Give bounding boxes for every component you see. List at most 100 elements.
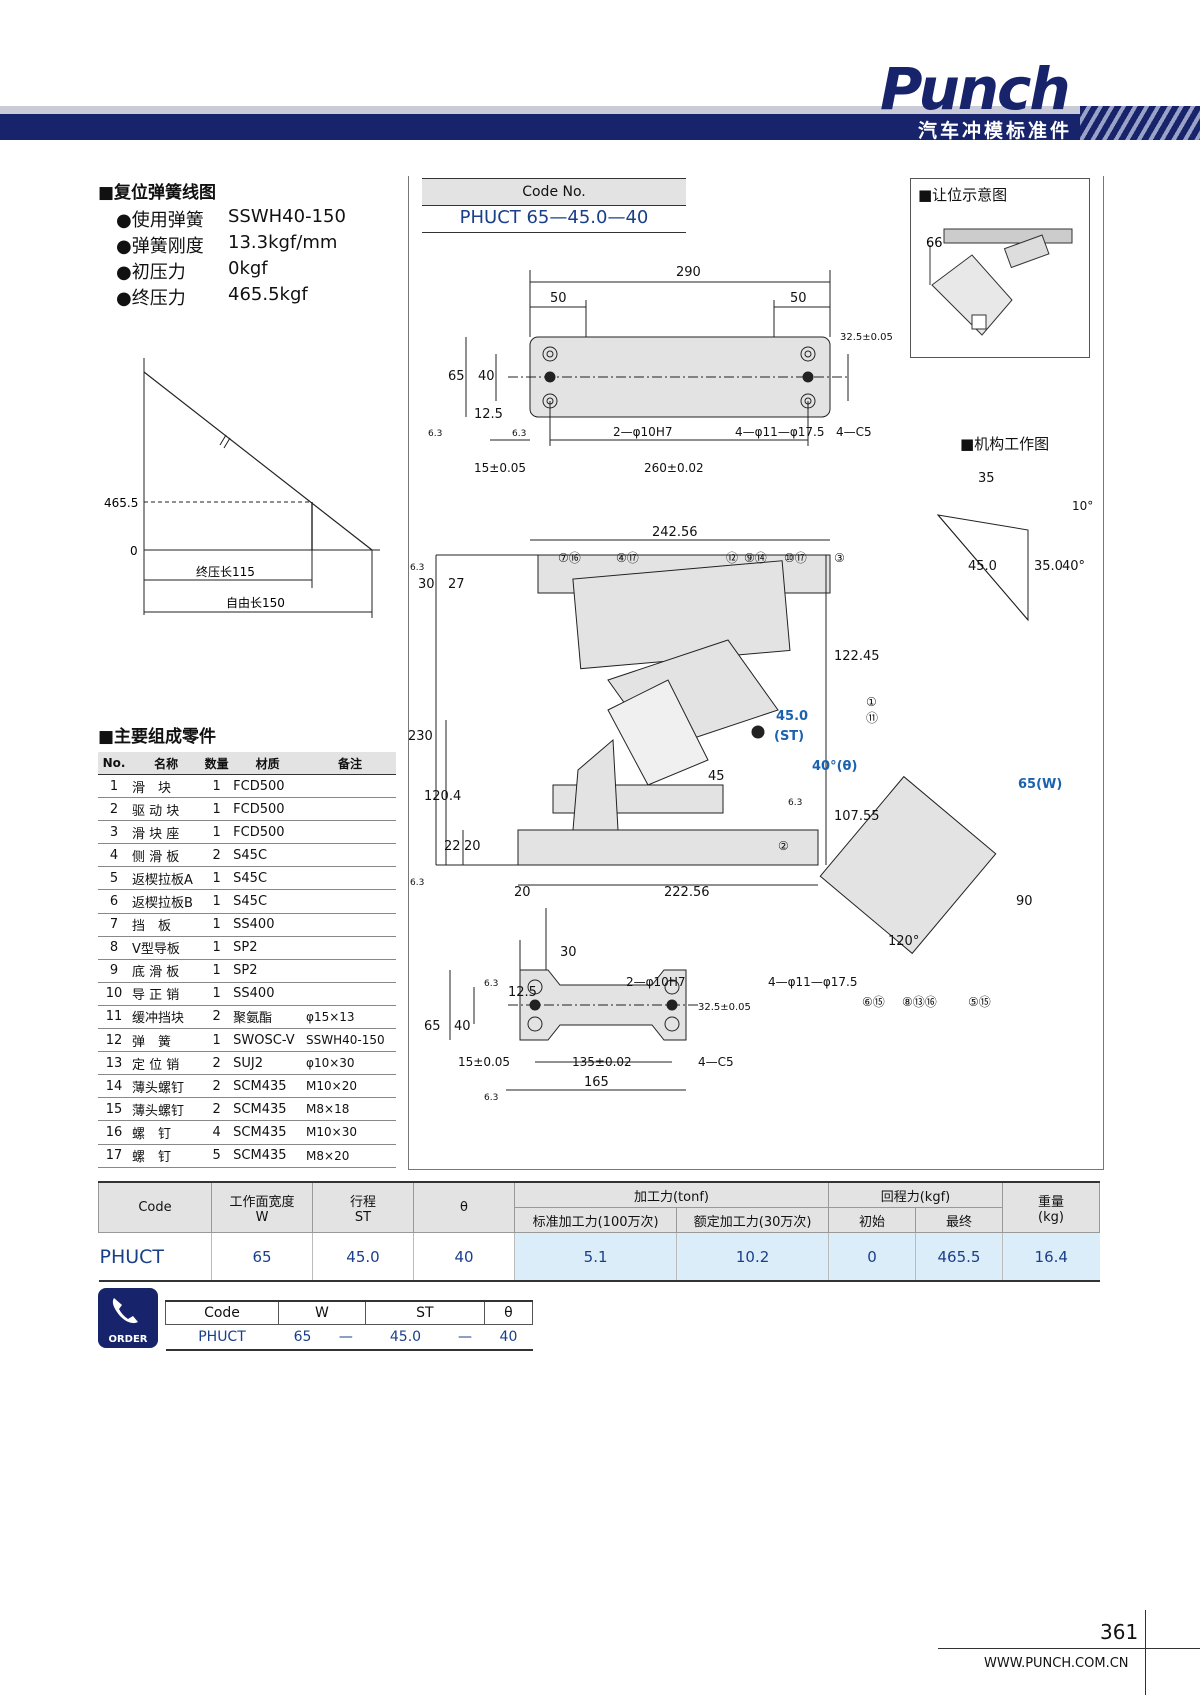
part-note: [304, 982, 396, 1006]
dim-12-5-bottom: 12.5: [508, 985, 537, 1000]
spec-header-weight-label: 重量: [1037, 1194, 1064, 1210]
dim-107-55: 107.55: [834, 809, 880, 824]
spec-header-force-rated: 额定加工力(30万次): [676, 1207, 829, 1233]
part-note: SSWH40-150: [304, 1028, 396, 1053]
order-badge: ORDER: [98, 1288, 158, 1348]
part-qty: 1: [202, 866, 232, 891]
spec-header-st-symbol: ST: [354, 1209, 372, 1225]
dim-15: 15±0.05: [474, 461, 526, 475]
part-name: 底 滑 板: [130, 959, 203, 983]
dim-holes-bolt: 4—φ11—φ17.5: [735, 425, 824, 439]
part-no: 1: [98, 774, 130, 799]
dim-242-56: 242.56: [652, 525, 698, 540]
part-name: 挡 板: [130, 913, 203, 937]
spec-return-init: 0: [828, 1232, 916, 1282]
spring-spec-label: ●弹簧刚度: [116, 236, 204, 257]
order-code: PHUCT: [165, 1324, 279, 1351]
dim-50-left: 50: [550, 291, 567, 306]
order-badge-label: ORDER: [108, 1334, 148, 1345]
roughness: 6.3: [428, 429, 442, 439]
roughness: 6.3: [788, 798, 802, 808]
part-no: 12: [98, 1028, 130, 1053]
part-no: 4: [98, 843, 130, 868]
part-qty: 2: [202, 1005, 232, 1030]
side-dim-120: 120°: [888, 934, 919, 949]
brand-logo: Punch: [880, 55, 1071, 123]
spring-spec-value: 13.3kgf/mm: [228, 232, 338, 253]
dim-50-right: 50: [790, 291, 807, 306]
part-name: 侧 滑 板: [130, 843, 203, 868]
part-no: 17: [98, 1144, 130, 1168]
mech-dim-40deg: 40°: [1062, 559, 1085, 574]
part-name: V型导板: [130, 936, 203, 960]
graph-y-zero: 0: [130, 544, 138, 558]
mech-dim-35: 35: [978, 471, 995, 486]
part-material: SS400: [231, 982, 305, 1006]
dim-40-bottom: 40: [454, 1019, 471, 1034]
part-note: [304, 913, 396, 937]
dim-290: 290: [676, 265, 701, 280]
clearance-sketch: 66: [926, 228, 1073, 336]
spec-weight: 16.4: [1002, 1232, 1100, 1282]
dim-32-5-bottom: 32.5±0.05: [698, 1002, 751, 1013]
order-sep: —: [326, 1324, 366, 1351]
spring-spec-label: ●初压力: [116, 262, 186, 283]
roughness: 6.3: [512, 429, 526, 439]
part-note: [304, 889, 396, 914]
mech-dim-10deg: 10°: [1072, 499, 1093, 513]
mech-title: ■机构工作图: [960, 435, 1050, 453]
part-no: 13: [98, 1051, 130, 1076]
part-name: 螺 钉: [130, 1144, 203, 1168]
phone-icon: [112, 1298, 138, 1324]
part-material: S45C: [231, 843, 305, 868]
spec-header-weight: 重量(kg): [1002, 1181, 1100, 1233]
part-qty: 1: [202, 774, 232, 799]
part-material: SP2: [231, 959, 305, 983]
dim-12-5: 12.5: [474, 407, 503, 422]
technical-drawing: 290 50 50 65 40 12.5 32.5±0.05 2—φ10H7 4…: [408, 265, 1093, 1103]
dim-260: 260±0.02: [644, 461, 704, 475]
dim-120-4: 120.4: [424, 789, 461, 804]
part-no: 15: [98, 1097, 130, 1122]
part-material: FCD500: [231, 820, 305, 845]
spec-theta: 40: [413, 1232, 515, 1282]
graph-final-length: 终压长115: [196, 564, 255, 579]
part-note: [304, 843, 396, 868]
part-no: 5: [98, 866, 130, 891]
balloon: ⑪: [866, 711, 878, 725]
roughness: 6.3: [484, 1093, 498, 1103]
part-name: 缓冲挡块: [130, 1005, 203, 1030]
part-note: φ10×30: [304, 1051, 396, 1076]
part-material: SWOSC-V: [231, 1028, 305, 1053]
dim-27: 27: [448, 577, 465, 592]
part-name: 薄头螺钉: [130, 1074, 203, 1099]
header-stripes: [1080, 106, 1200, 140]
drawing-frame: [408, 176, 1104, 1170]
part-no: 2: [98, 797, 130, 822]
part-note: [304, 959, 396, 983]
roughness: 6.3: [484, 979, 498, 989]
part-qty: 2: [202, 1097, 232, 1122]
dim-165: 165: [584, 1075, 609, 1090]
header-blue-band: [0, 114, 1200, 140]
spring-spec-value: SSWH40-150: [228, 206, 346, 227]
part-qty: 1: [202, 797, 232, 822]
part-qty: 4: [202, 1120, 232, 1145]
footer-rule-v: [1145, 1610, 1146, 1695]
brand-subtitle: 汽车冲模标准件: [918, 120, 1073, 142]
code-no-value: PHUCT 65—45.0—40: [422, 204, 686, 233]
parts-header: 材质: [231, 752, 305, 775]
part-material: S45C: [231, 866, 305, 891]
part-qty: 1: [202, 982, 232, 1006]
part-note: φ15×13: [304, 1005, 396, 1030]
dim-40: 40: [478, 369, 495, 384]
